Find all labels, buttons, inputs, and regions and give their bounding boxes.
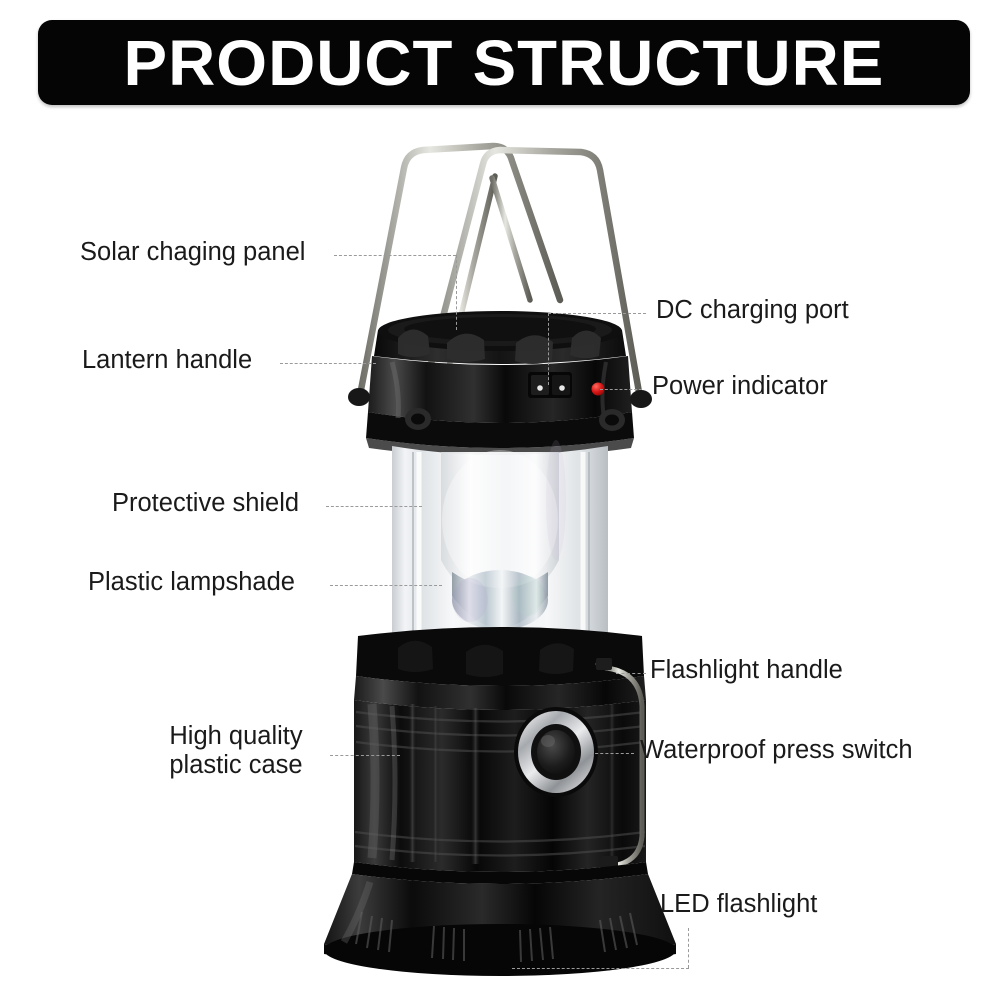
callout-solar-chaging-panel: Solar chaging panel: [80, 238, 306, 266]
callout-protective-shield: Protective shield: [112, 489, 300, 517]
leader-solar-chaging-panel-v: [456, 255, 457, 330]
base-flutes: [355, 911, 638, 963]
callout-plastic-lampshade: Plastic lampshade: [88, 568, 295, 596]
leader-solar-chaging-panel-h: [334, 255, 456, 256]
dc-charging-port: [528, 372, 572, 398]
callout-power-indicator: Power indicator: [652, 372, 828, 400]
leader-led-flashlight-v: [688, 928, 689, 968]
page-title: PRODUCT STRUCTURE: [123, 26, 885, 99]
waterproof-press-switch: [514, 707, 598, 797]
leader-led-flashlight-h: [512, 968, 689, 969]
callout-led-flashlight: LED flashlight: [660, 890, 818, 918]
callout-waterproof-press-switch: Waterproof press switch: [640, 736, 913, 764]
leader-dc-charging-port-h: [548, 313, 646, 314]
callout-high-quality-plastic-case: High quality plastic case: [156, 722, 316, 781]
callout-flashlight-handle: Flashlight handle: [650, 656, 843, 684]
lantern-handle-wires: [356, 142, 644, 424]
leader-waterproof-press-switch-h: [590, 753, 634, 754]
lamp-shade-assembly: [392, 440, 608, 648]
page-title-banner: PRODUCT STRUCTURE: [38, 20, 970, 105]
case-ribs: [408, 704, 616, 864]
cap-grip-slots: [398, 329, 601, 364]
leader-power-indicator-h: [600, 389, 642, 390]
leader-dc-charging-port-v: [548, 313, 549, 385]
handle-pivot-eyelets: [405, 408, 625, 431]
callout-dc-charging-port: DC charging port: [656, 296, 849, 324]
callout-plastic-case-line2: plastic case: [169, 751, 303, 780]
callout-plastic-case-line1: High quality: [169, 722, 303, 750]
power-indicator-led: [591, 382, 605, 396]
leader-plastic-lampshade-h: [330, 585, 442, 586]
leader-plastic-case-h: [330, 755, 400, 756]
leader-lantern-handle-h: [280, 363, 376, 364]
leader-protective-shield-h: [326, 506, 422, 507]
lower-body: [354, 627, 646, 872]
flashlight-base: [324, 862, 676, 976]
callout-lantern-handle: Lantern handle: [82, 346, 253, 374]
top-cap: [348, 311, 652, 458]
leader-flashlight-handle-h: [616, 673, 646, 674]
